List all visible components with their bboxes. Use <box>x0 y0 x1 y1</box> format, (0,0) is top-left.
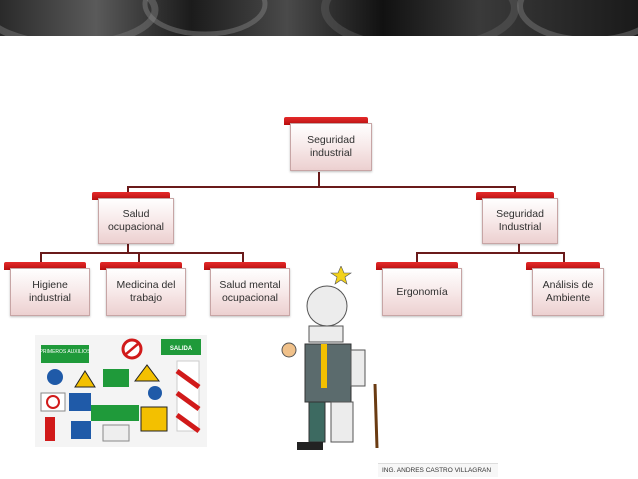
injured-worker-illustration <box>275 265 385 456</box>
safety-signs-illustration: PRIMEROS AUXILIOS SALIDA <box>35 335 207 447</box>
sign-salida-text: SALIDA <box>170 346 193 352</box>
node-higiene-industrial: Higiene industrial <box>4 262 90 316</box>
connector <box>40 252 42 264</box>
node-label: Ergonomía <box>382 268 462 316</box>
node-label: Medicina del trabajo <box>106 268 186 316</box>
connector <box>318 172 320 187</box>
connector <box>40 252 244 254</box>
node-salud-ocupacional: Salud ocupacional <box>92 192 174 244</box>
connector <box>242 252 244 264</box>
node-label: Salud ocupacional <box>98 198 174 244</box>
node-label: Higiene industrial <box>10 268 90 316</box>
connector <box>138 252 140 264</box>
tire-decoration <box>0 0 638 36</box>
node-ergonomia: Ergonomía <box>376 262 462 316</box>
connector <box>416 252 565 254</box>
connector <box>518 244 520 253</box>
sign-primeros-text: PRIMEROS AUXILIOS <box>40 349 92 355</box>
node-seguridad-industrial-root: Seguridad industrial <box>284 117 372 171</box>
node-label: Salud mental ocupacional <box>210 268 290 316</box>
connector <box>514 186 516 194</box>
node-label: Seguridad Industrial <box>482 198 558 244</box>
connector <box>127 186 129 194</box>
connector <box>416 252 418 264</box>
footer-credit: ING. ANDRES CASTRO VILLAGRAN <box>378 463 498 477</box>
connector <box>127 186 516 188</box>
node-seguridad-industrial: Seguridad Industrial <box>476 192 558 244</box>
node-analisis-de-ambiente: Análisis de Ambiente <box>526 262 604 316</box>
top-banner <box>0 0 638 36</box>
node-salud-mental-ocupacional: Salud mental ocupacional <box>204 262 290 316</box>
node-label: Análisis de Ambiente <box>532 268 604 316</box>
connector <box>563 252 565 262</box>
node-medicina-del-trabajo: Medicina del trabajo <box>100 262 186 316</box>
connector <box>127 244 129 253</box>
node-label: Seguridad industrial <box>290 123 372 171</box>
